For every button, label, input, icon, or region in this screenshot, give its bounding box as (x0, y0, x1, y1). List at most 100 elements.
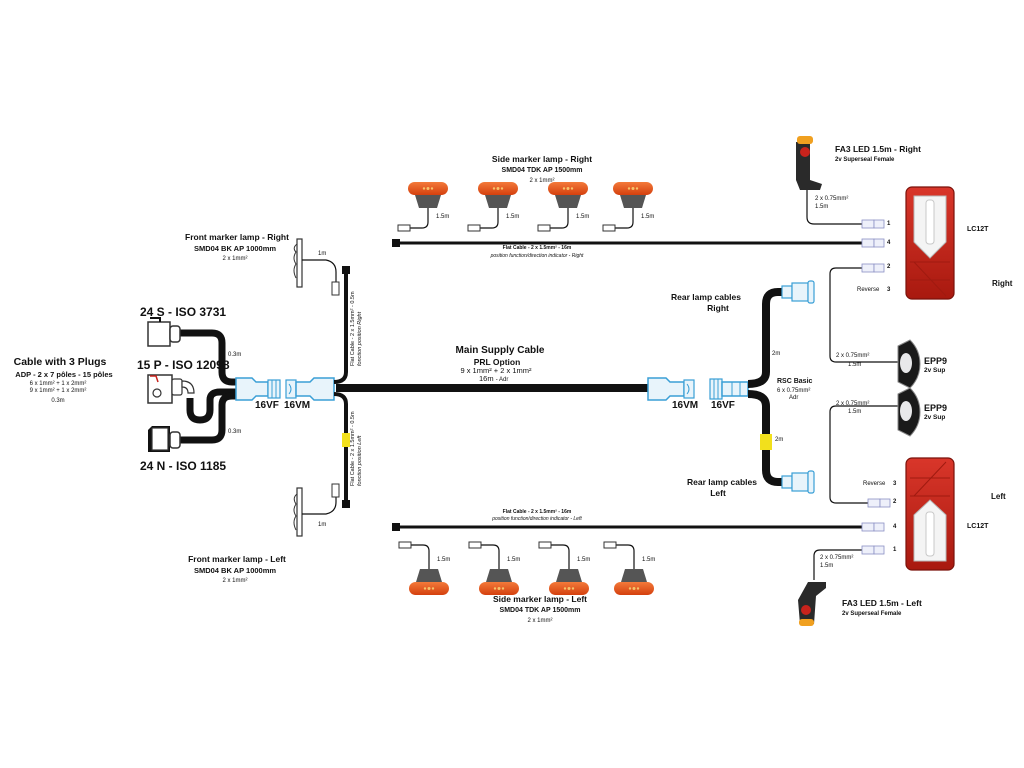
plugs-length: 0.3m (51, 398, 65, 404)
side-marker-left-lamp-4 (603, 541, 654, 595)
side-left-length-4: 1.5m (642, 557, 656, 563)
side-right-title: Side marker lamp - Right (491, 154, 593, 164)
connector-16vm-left-label: 16VM (284, 400, 311, 411)
epp9-top-spec: 2 x 0.75mm² (836, 353, 870, 359)
superseal-right-1-icon (861, 219, 885, 229)
superseal-right-2-icon (861, 238, 885, 248)
flat-cable-front-right (333, 272, 348, 384)
rear-connector-left-icon (781, 470, 815, 494)
rsc-adr: Adr (789, 395, 799, 401)
yellow-tag-left (342, 433, 350, 447)
lamp-right-model: LC12T (967, 226, 989, 233)
rsc-basic-label: RSC Basic (777, 378, 813, 385)
fa3-left-length: 1.5m (820, 563, 834, 569)
rear-connector-right-icon (781, 280, 815, 304)
side-marker-left-lamp-3 (538, 541, 589, 595)
front-left-length: 1m (318, 522, 327, 528)
superseal-right-3-icon (861, 263, 885, 273)
rear-left-length: 2m (775, 437, 784, 443)
lamp-right-pin-1: 1 (887, 221, 891, 227)
side-marker-right-lamp-3 (537, 182, 588, 232)
fa3-right-length: 1.5m (815, 204, 829, 210)
side-left-length-3: 1.5m (577, 557, 591, 563)
side-right-length-1: 1.5m (436, 214, 450, 220)
side-right-length-4: 1.5m (641, 214, 655, 220)
fa3-left-sub: 2v Superseal Female (842, 611, 902, 617)
epp9-bottom-spec: 2 x 0.75mm² (836, 401, 870, 407)
front-right-length: 1m (318, 251, 327, 257)
lamp-left-pin-4: 4 (893, 524, 897, 530)
main-cable-option: PRL Option (473, 357, 521, 367)
side-marker-left-lamp-1 (398, 541, 449, 595)
flat-cable-front-left (333, 392, 348, 502)
epp9-top-length: 1.5m (848, 362, 862, 368)
front-right-spec: 2 x 1mm² (222, 256, 248, 262)
fa3-right-sub: 2v Superseal Female (835, 157, 895, 163)
rear-left-label-2: Left (710, 488, 726, 498)
lamp-left-side: Left (991, 492, 1006, 501)
flat-cable-side-right-function: position function/direction indicator - … (490, 253, 584, 259)
side-right-length-3: 1.5m (576, 214, 590, 220)
plugs-subtitle: ADP - 2 x 7 pôles - 15 pôles (15, 370, 113, 379)
cable-24s (178, 329, 238, 386)
side-left-length-1: 1.5m (437, 557, 451, 563)
lamp-right-side: Right (992, 279, 1013, 288)
epp9-bottom-sub: 2v Sup (924, 414, 946, 421)
side-left-length-2: 1.5m (507, 557, 521, 563)
rear-right-length: 2m (772, 351, 781, 357)
fa3-right-lamp-icon (796, 136, 822, 190)
lamp-left-pin-2: 2 (893, 499, 897, 505)
epp9-bottom-lamp-icon (897, 387, 921, 437)
fa3-left-title: FA3 LED 1.5m - Left (842, 598, 922, 608)
lamp-left-model: LC12T (967, 523, 989, 530)
main-cable-length: 16m - Adr (479, 374, 509, 383)
connector-16vf-right-icon (709, 378, 749, 400)
yellow-tag-rear (760, 434, 772, 450)
plugs-spec-2: 9 x 1mm² + 1 x 2mm² (29, 388, 87, 394)
front-left-spec: 2 x 1mm² (222, 578, 248, 584)
side-right-model: SMD04 TDK AP 1500mm (501, 167, 583, 174)
flat-cable-side-left-function: position function/direction indicator - … (492, 516, 582, 522)
epp9-bottom-title: EPP9 (924, 403, 948, 413)
connector-16vm-right-icon (647, 377, 695, 401)
lc12t-right-lamp-icon (905, 186, 955, 300)
fa3-left-lamp-icon (798, 582, 826, 626)
rear-left-label-1: Rear lamp cables (687, 477, 757, 487)
rear-right-label-2: Right (707, 303, 729, 313)
front-right-model: SMD04 BK AP 1000mm (193, 244, 277, 253)
side-marker-left-lamp-2 (468, 541, 519, 595)
side-left-model: SMD04 TDK AP 1500mm (499, 607, 581, 614)
rsc-spec: 6 x 0.75mm² (777, 388, 811, 394)
side-marker-right-lamp-4 (602, 182, 653, 232)
side-left-spec: 2 x 1mm² (527, 618, 553, 624)
flat-cable-side-left-label: Flat Cable - 2 x 1.5mm² - 16m (502, 509, 572, 515)
plug-24s-label: 24 S - ISO 3731 (140, 305, 227, 319)
connector-16vf-right-label: 16VF (711, 400, 735, 411)
rear-cable-right (747, 288, 784, 388)
main-cable-title: Main Supply Cable (455, 345, 545, 356)
lamp-left-reverse: Reverse (863, 481, 886, 487)
front-left-model: SMD04 BK AP 1000mm (193, 566, 277, 575)
front-left-title: Front marker lamp - Left (188, 554, 286, 564)
rear-cable-left (747, 390, 784, 486)
lamp-right-reverse: Reverse (857, 287, 880, 293)
superseal-left-2-icon (861, 522, 885, 532)
epp9-top-lamp-icon (897, 339, 921, 389)
plug-15p-label: 15 P - ISO 12098 (137, 358, 230, 372)
plug-15p-icon (147, 374, 195, 404)
epp9-top-sub: 2v Sup (924, 367, 946, 374)
plug-24n-icon (148, 426, 181, 452)
side-left-title: Side marker lamp - Left (492, 594, 588, 604)
superseal-left-1-icon (867, 498, 891, 508)
connector-16vm-left-icon (285, 377, 335, 401)
side-right-spec: 2 x 1mm² (529, 178, 555, 184)
plug-top-length: 0.3m (228, 352, 242, 358)
lamp-right-pin-3: 3 (887, 287, 891, 293)
plugs-title: Cable with 3 Plugs (13, 356, 107, 368)
epp9-top-title: EPP9 (924, 356, 948, 366)
fa3-right-title: FA3 LED 1.5m - Right (835, 144, 921, 154)
